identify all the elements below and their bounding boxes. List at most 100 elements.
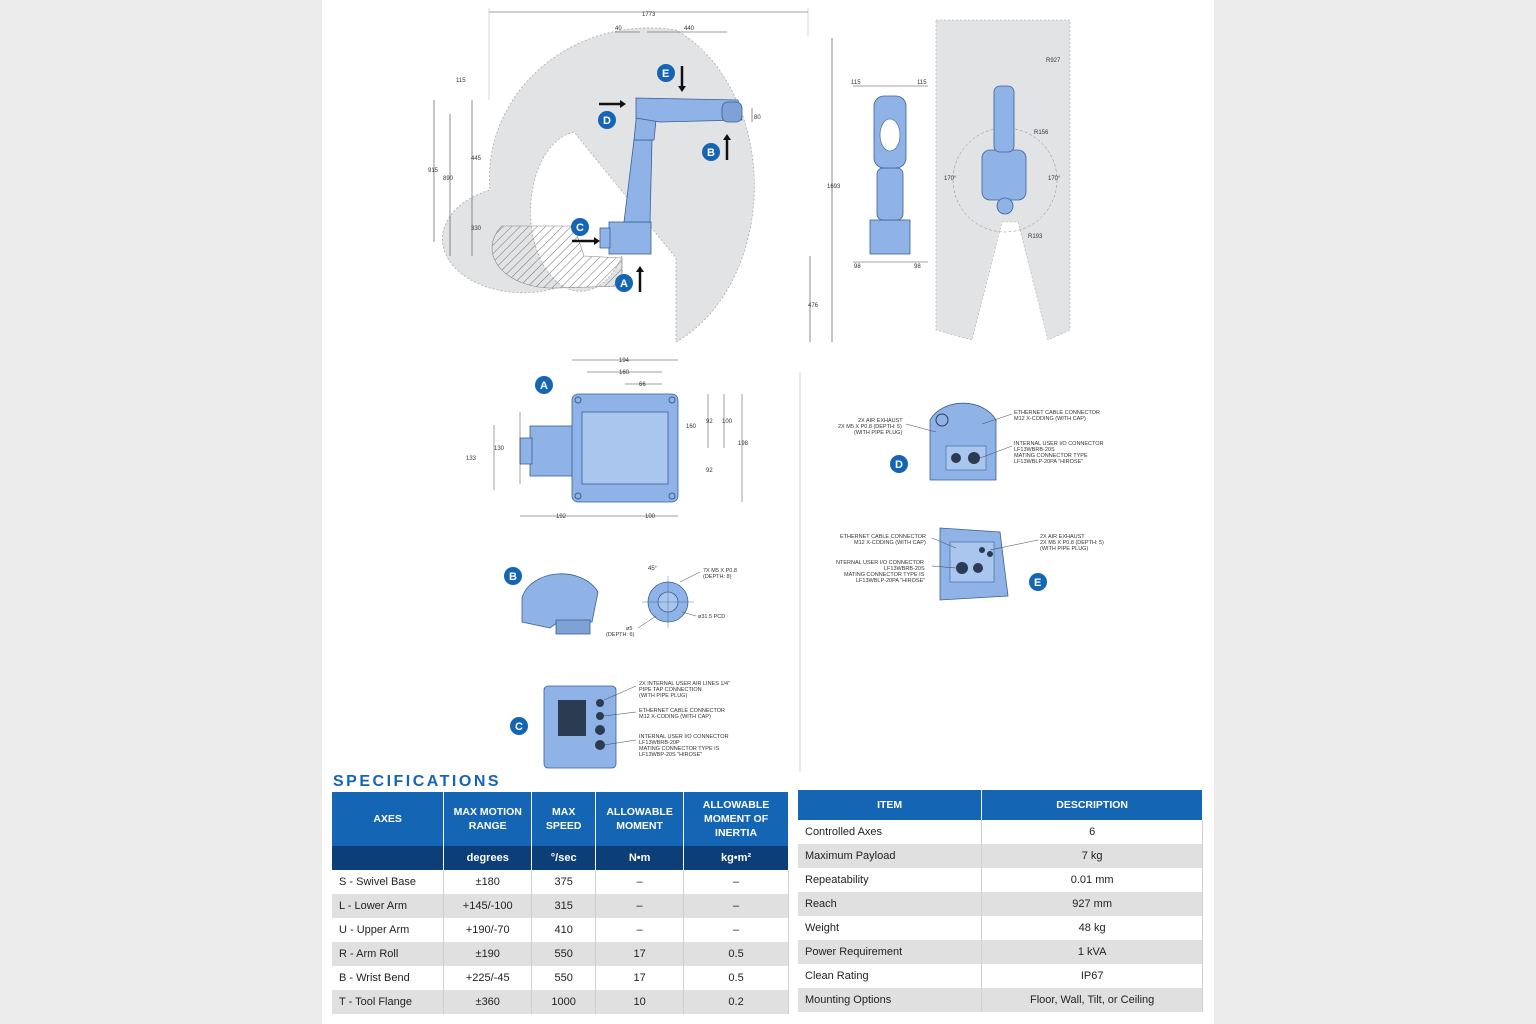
a-dim-92-bottom: 92 — [706, 468, 713, 474]
e-note-io-4: LF13WBLP-20PA "HIROSE" — [856, 578, 925, 584]
top-dim-r156: R156 — [1034, 130, 1049, 136]
dim-915: 915 — [428, 168, 439, 174]
item-header-row: ITEM DESCRIPTION — [798, 790, 1203, 820]
front-dim-98-right: 98 — [914, 264, 921, 270]
front-view: 115 115 98 98 — [851, 80, 928, 270]
b-note-hole-1: ø5 — [626, 626, 632, 632]
header-axes: AXES — [332, 792, 445, 846]
e-note-air-2: 2X M5 X P0.8 (DEPTH: 5) — [1040, 540, 1104, 546]
svg-text:A: A — [620, 278, 628, 290]
marker-b: B — [702, 143, 720, 161]
dim-115: 115 — [456, 78, 466, 84]
dim-40: 40 — [615, 26, 622, 32]
c-note-air-2: PIPE TAP CONNECTION — [639, 687, 702, 693]
a-dim-194: 194 — [619, 358, 630, 364]
b-note-pcd: ø31.5 PCD — [698, 614, 725, 620]
axes-spec-table: AXES MAX MOTION RANGE MAX SPEED ALLOWABL… — [332, 792, 789, 1014]
e-note-air-1: 2X AIR EXHAUST — [1040, 534, 1085, 540]
e-note-eth-1: ETHERNET CABLE CONNECTOR — [840, 534, 926, 540]
top-dim-170-right: 170° — [1048, 176, 1061, 182]
side-view: 1773 40 440 115 915 890 445 330 80 1693 … — [428, 8, 841, 343]
b-note-bolts-1: 7X M5 X P0.8 — [703, 568, 737, 574]
axes-header-row: AXES MAX MOTION RANGE MAX SPEED ALLOWABL… — [332, 792, 789, 846]
dim-80: 80 — [754, 115, 761, 121]
c-note-io-1: INTERNAL USER I/O CONNECTOR — [639, 734, 729, 740]
header-description: DESCRIPTION — [981, 790, 1203, 820]
d-note-io-3: MATING CONNECTOR TYPE — [1014, 453, 1088, 459]
c-note-air-1: 2X INTERNAL USER AIR LINES 1/4" — [639, 681, 730, 687]
a-dim-100-side: 100 — [722, 419, 733, 425]
front-dim-115-left: 115 — [851, 80, 861, 86]
e-note-io-2: LF13WBRB-20S — [884, 566, 925, 572]
dim-1693: 1693 — [827, 184, 841, 190]
unit-nm: N•m — [595, 846, 685, 870]
front-dim-115-right: 115 — [917, 80, 927, 86]
d-note-eth-1: ETHERNET CABLE CONNECTOR — [1014, 410, 1100, 416]
header-allowable-moment: ALLOWABLE MOMENT — [595, 792, 685, 846]
dim-440: 440 — [684, 26, 695, 32]
e-note-io-3: MATING CONNECTOR TYPE IS — [844, 572, 925, 578]
d-note-io-4: LF13WBLP-20PA "HIROSE" — [1014, 459, 1083, 465]
detail-a-label: A — [540, 380, 548, 392]
axes-units-row: degrees °/sec N•m kg•m² — [332, 846, 789, 870]
marker-e: E — [657, 64, 675, 82]
a-dim-198: 198 — [738, 441, 749, 447]
a-dim-66: 66 — [639, 382, 646, 388]
header-item: ITEM — [798, 790, 983, 820]
c-note-io-2: LF13WBRB-20P — [639, 740, 680, 746]
specifications-heading: SPECIFICATIONS — [333, 773, 502, 790]
svg-text:C: C — [576, 222, 584, 234]
technical-drawings: 1773 40 440 115 915 890 445 330 80 1693 … — [322, 0, 1214, 775]
detail-d-connectors: D 2X AIR EXHAUST 2X M5 X P0.8 (DEPTH: 5)… — [838, 402, 1104, 481]
c-note-io-4: LF13WBP-20S "HIROSE" — [639, 752, 702, 758]
d-note-io-1: INTERNAL USER I/O CONNECTOR — [1014, 441, 1104, 447]
marker-c: C — [571, 218, 589, 236]
unit-kgm2: kg•m² — [683, 846, 789, 870]
detail-c-label: C — [515, 721, 523, 733]
a-dim-160-side: 160 — [686, 424, 697, 430]
marker-a: A — [615, 274, 633, 292]
drawing-canvas: 1773 40 440 115 915 890 445 330 80 1693 … — [428, 8, 1104, 772]
detail-e-connectors: E ETHERNET CABLE CONNECTOR M12 X-CODING … — [836, 527, 1104, 601]
header-max-motion-range: MAX MOTION RANGE — [443, 792, 533, 846]
header-allowable-inertia: ALLOWABLE MOMENT OF INERTIA — [683, 792, 789, 846]
dim-445: 445 — [471, 156, 482, 162]
datasheet-page: 1773 40 440 115 915 890 445 330 80 1693 … — [322, 0, 1214, 1024]
e-note-air-3: (WITH PIPE PLUG) — [1040, 546, 1088, 552]
svg-text:B: B — [707, 147, 715, 159]
dim-890: 890 — [443, 176, 454, 182]
c-note-eth-2: M12 X-CODING (WITH CAP) — [639, 714, 711, 720]
d-note-air-2: 2X M5 X P0.8 (DEPTH: 5) — [838, 424, 902, 430]
detail-b-label: B — [509, 571, 517, 583]
b-dim-45deg: 45° — [648, 566, 658, 572]
dim-1773: 1773 — [642, 12, 656, 18]
top-dim-r193: R193 — [1028, 234, 1043, 240]
c-note-eth-1: ETHERNET CABLE CONNECTOR — [639, 708, 725, 714]
dim-476: 476 — [808, 303, 819, 309]
top-view: R927 R156 170° 170° R193 — [935, 19, 1071, 341]
a-dim-92-top: 92 — [706, 419, 713, 425]
top-dim-r927: R927 — [1046, 58, 1061, 64]
unit-deg-per-sec: °/sec — [531, 846, 597, 870]
a-dim-133: 133 — [466, 456, 477, 462]
dim-330: 330 — [471, 226, 482, 232]
a-dim-160-top: 160 — [619, 370, 630, 376]
d-note-eth-2: M12 X-CODING (WITH CAP) — [1014, 416, 1086, 422]
header-max-speed: MAX SPEED — [531, 792, 597, 846]
e-note-io-1: NTERNAL USER I/O CONNECTOR — [836, 560, 924, 566]
detail-c-connectors: C 2X INTERNAL USER AIR LINES 1/4" PIPE T… — [510, 681, 730, 769]
e-note-eth-2: M12 X-CODING (WITH CAP) — [854, 540, 926, 546]
